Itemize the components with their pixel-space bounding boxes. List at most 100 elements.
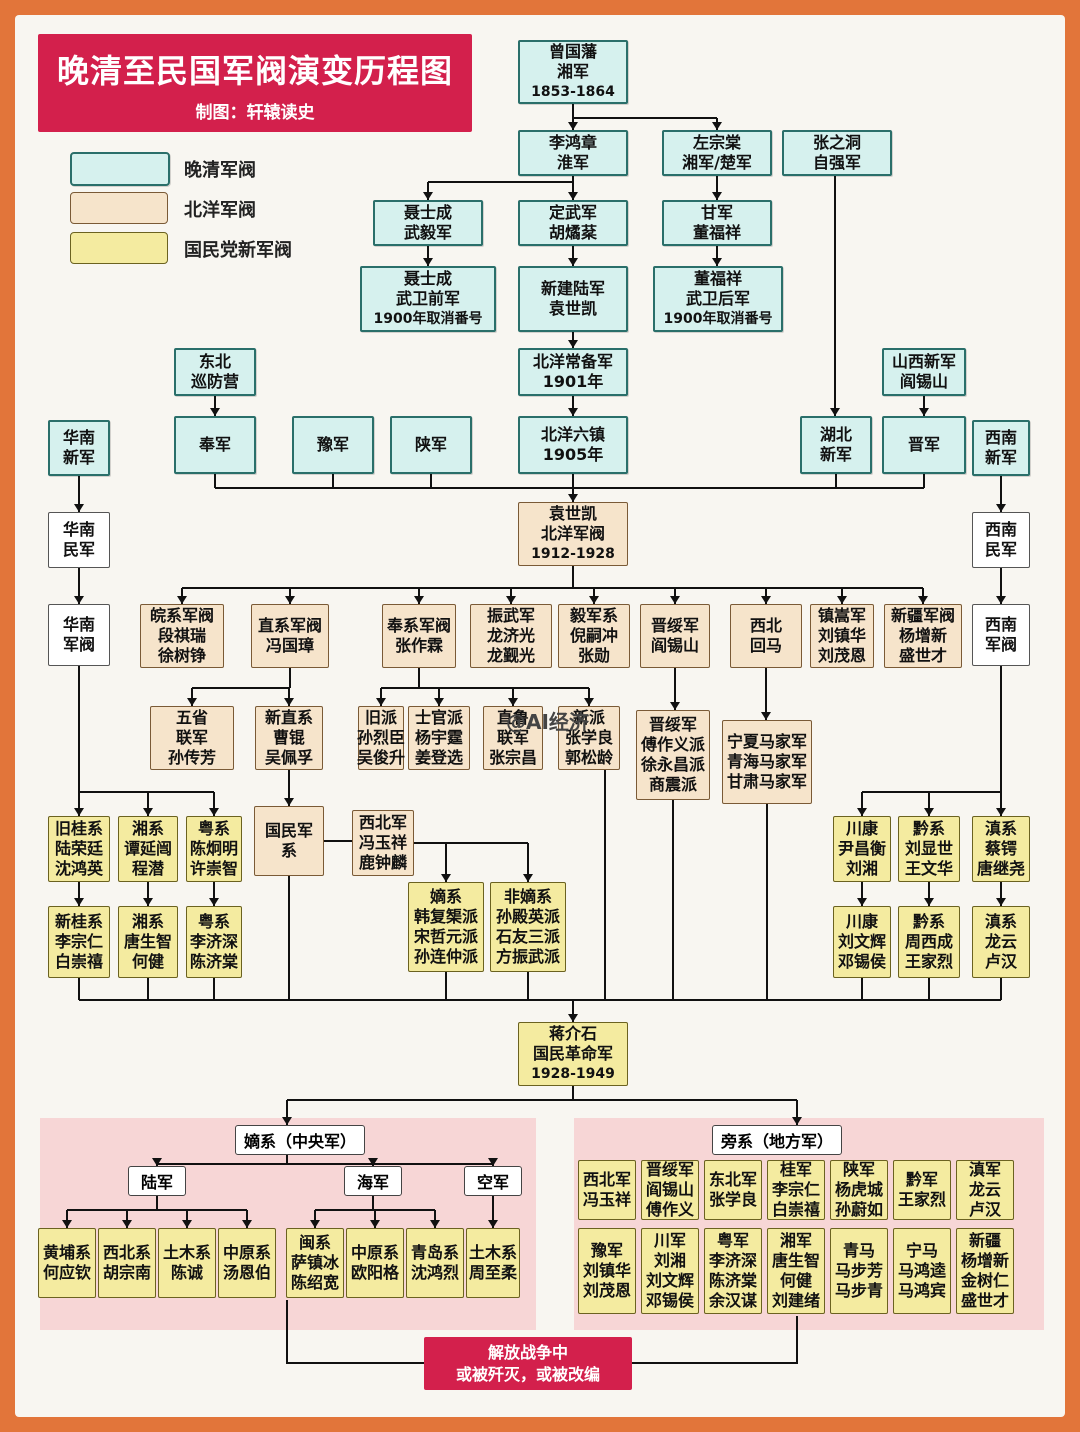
node-line: 陈绍宽 — [290, 1273, 339, 1292]
node-line: 新疆军阀 — [890, 606, 955, 625]
node-line: 晋绥军 — [650, 616, 699, 635]
node-line: 1905年 — [542, 445, 604, 464]
arrow-head — [670, 596, 680, 604]
node-line: 袁世凯 — [548, 504, 597, 523]
node-line: 华南 — [62, 615, 95, 634]
node-yuexi1: 粤系陈炯明许崇智 — [186, 816, 242, 882]
node-zuozongtang: 左宗棠湘军/楚军 — [662, 130, 772, 176]
arrow-head — [568, 340, 578, 348]
node-line: 武毅军 — [403, 223, 452, 242]
node-line: 陈济棠 — [189, 952, 238, 971]
node-line: 汤恩伯 — [222, 1263, 271, 1282]
node-hubeixinjun: 湖北新军 — [800, 416, 872, 474]
node-dixi: 嫡系韩复榘派宋哲元派孙连仲派 — [408, 882, 484, 972]
connector — [632, 1316, 798, 1364]
node-xinanjunfa: 西南军阀 — [972, 604, 1030, 666]
arrow-head — [210, 408, 220, 416]
node-xinzhixi: 新直系曹锟吴佩孚 — [255, 706, 323, 770]
node-line: 阎锡山 — [650, 636, 699, 655]
node-line: 刘显世 — [904, 839, 953, 858]
node-line: 北洋六镇 — [540, 425, 605, 444]
node-line: 郭松龄 — [564, 748, 613, 767]
node-line: 余汉谋 — [708, 1291, 757, 1310]
node-line: 萨镇冰 — [290, 1253, 339, 1272]
arrow-head — [285, 596, 295, 604]
arrow-head — [857, 808, 867, 816]
node-dingwujun: 定武军胡燏棻 — [518, 200, 628, 246]
node-line: 1928-1949 — [531, 1066, 615, 1082]
title-banner: 晚清至民国军阀演变历程图 制图：轩辕读史 — [38, 34, 472, 132]
node-line: 孙蔚如 — [834, 1200, 883, 1219]
node-line: 川康 — [845, 912, 878, 931]
legend-label-late-qing: 晚清军阀 — [184, 160, 256, 181]
node-line: 北洋军阀 — [540, 524, 605, 543]
node-zhensongjun: 镇嵩军刘镇华刘茂恩 — [810, 604, 874, 668]
node-line: 傅作义 — [645, 1200, 694, 1219]
airforce-label: 空军 — [464, 1166, 522, 1196]
node-line: 刘建绪 — [771, 1291, 820, 1310]
node-jinjun: 晋军 — [882, 416, 966, 474]
node-line: 欧阳格 — [350, 1263, 399, 1282]
node-line: 王文华 — [904, 859, 953, 878]
node-line: 李宗仁 — [771, 1180, 820, 1199]
node-xibeijun: 西北军冯玉祥鹿钟麟 — [352, 810, 414, 876]
arrow-head — [441, 874, 451, 882]
node-qianxi1: 黔系刘显世王文华 — [898, 816, 960, 882]
node-line: 武卫前军 — [395, 289, 460, 308]
node-line: 西南 — [984, 428, 1017, 447]
node-line: 谭延闿 — [123, 839, 172, 858]
node-line: 卢汉 — [968, 1200, 1001, 1219]
arrow-head — [924, 808, 934, 816]
node-xinjianlujun: 新建陆军袁世凯 — [518, 266, 628, 332]
node-line: 段祺瑞 — [157, 626, 206, 645]
arrow-head — [143, 898, 153, 906]
arrow-head — [584, 698, 594, 706]
arrow-head — [182, 1220, 192, 1228]
arrow-head — [370, 1220, 380, 1228]
node-line: 龙觐光 — [486, 646, 535, 665]
node-line: 刘镇华 — [582, 1261, 631, 1280]
node-line: 陈济棠 — [708, 1271, 757, 1290]
node-line: 刘茂恩 — [582, 1281, 631, 1300]
node-line: 胡宗南 — [102, 1263, 151, 1282]
node-line: 旧桂系 — [54, 819, 103, 838]
node-line: 聂士成 — [403, 269, 452, 288]
final-line-2: 或被歼灭，或被改编 — [455, 1364, 600, 1384]
node-line: 李鸿章 — [548, 133, 597, 152]
arrow-head — [488, 1158, 498, 1166]
node-line: 新军 — [819, 445, 852, 464]
node-zhongyuanxi1: 中原系汤恩伯 — [218, 1228, 276, 1298]
node-line: 甘肃马家军 — [726, 772, 807, 791]
arrow-head — [712, 192, 722, 200]
node-fengxi: 奉系军阀张作霖 — [382, 604, 456, 668]
node-line: 联军 — [496, 728, 529, 747]
node-line: 李宗仁 — [54, 932, 103, 951]
watermark: @AI经济 — [506, 710, 589, 734]
node-line: 嫡系 — [429, 887, 462, 906]
node-line: 张学良 — [708, 1190, 757, 1209]
node-line: 豫军 — [590, 1241, 623, 1260]
node-line: 湘军/楚军 — [682, 153, 752, 172]
arrow-head — [423, 192, 433, 200]
node-line: 张之洞 — [812, 133, 861, 152]
node-line: 皖系军阀 — [149, 606, 214, 625]
node-line: 黔系 — [912, 819, 945, 838]
connector — [286, 1300, 424, 1364]
node-line: 西北 — [749, 616, 782, 635]
arrow-head — [857, 898, 867, 906]
node-line: 邓锡侯 — [837, 952, 886, 971]
node-line: 金树仁 — [960, 1271, 1009, 1290]
node-line: 董福祥 — [692, 223, 741, 242]
node-line: 左宗棠 — [692, 133, 741, 152]
node-line: 冯玉祥 — [582, 1190, 631, 1209]
node-line: 韩复榘派 — [413, 907, 478, 926]
node-line: 刘湘 — [845, 859, 878, 878]
node-line: 新直系 — [264, 708, 313, 727]
node-majiajun: 宁夏马家军青海马家军甘肃马家军 — [722, 720, 812, 804]
node-wusheng: 五省联军孙传芳 — [150, 706, 234, 770]
arrow-head — [430, 1220, 440, 1228]
legend-swatch-beiyang — [70, 192, 168, 224]
